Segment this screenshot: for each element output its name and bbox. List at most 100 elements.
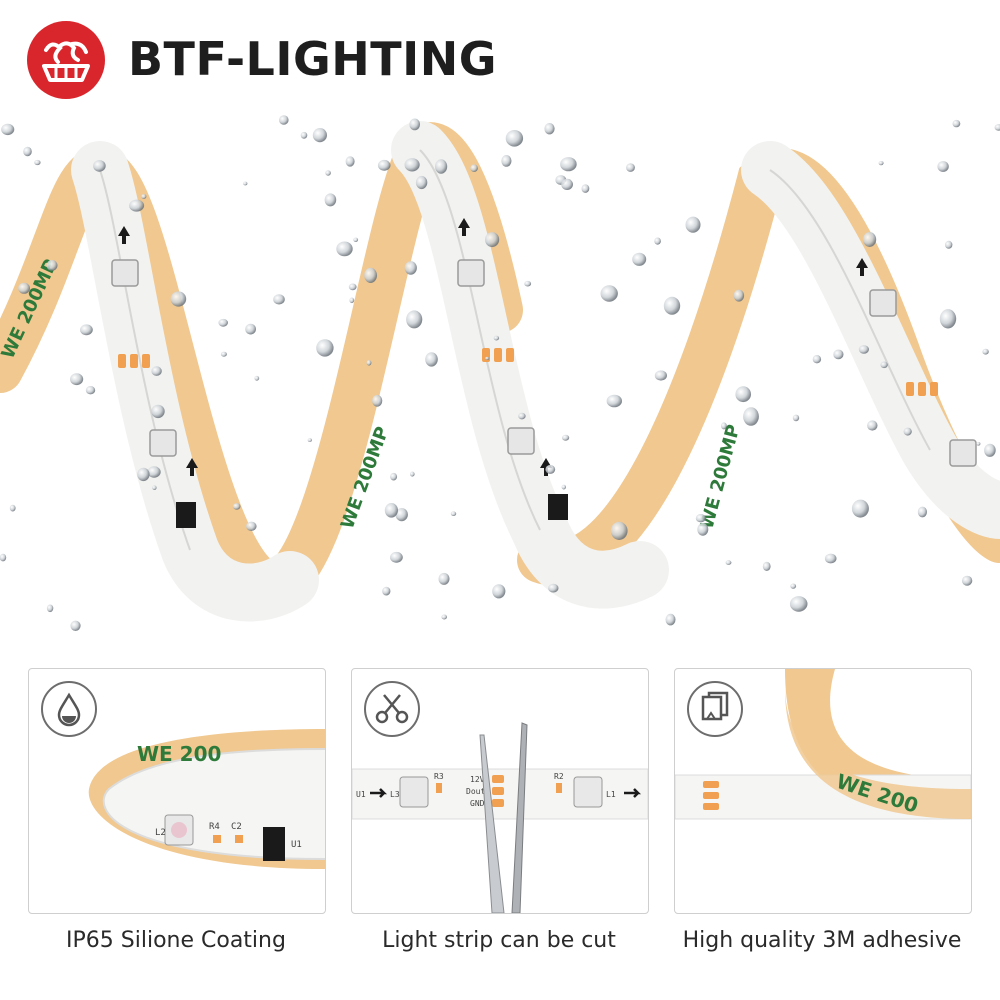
water-drop bbox=[518, 412, 526, 420]
part-label-l3: L3 bbox=[390, 790, 400, 799]
water-drop bbox=[961, 575, 973, 586]
water-drop bbox=[325, 170, 331, 176]
water-drop bbox=[952, 119, 961, 128]
adhesive-strip-image: WE 200 bbox=[675, 669, 971, 820]
water-drop bbox=[600, 285, 618, 302]
water-drop bbox=[561, 178, 573, 190]
water-drop bbox=[279, 115, 289, 125]
water-drop bbox=[366, 360, 372, 366]
water-drop bbox=[560, 157, 577, 172]
water-drop bbox=[626, 163, 635, 172]
caption-cuttable: Light strip can be cut bbox=[382, 928, 616, 953]
water-drop bbox=[984, 443, 996, 457]
water-drop bbox=[372, 394, 383, 407]
scissors-icon bbox=[375, 694, 409, 724]
water-drop bbox=[697, 523, 709, 536]
water-drop bbox=[524, 280, 532, 287]
water-drop bbox=[243, 181, 248, 186]
pad-label-dout: Dout bbox=[466, 787, 485, 796]
scissors-badge bbox=[364, 681, 420, 737]
part-label-u1: U1 bbox=[291, 840, 302, 850]
water-drop bbox=[46, 260, 58, 271]
water-drop bbox=[232, 503, 241, 510]
water-drop bbox=[789, 596, 808, 612]
water-drop bbox=[384, 503, 398, 518]
water-drop bbox=[725, 560, 732, 565]
water-drop bbox=[18, 282, 30, 294]
water-drop bbox=[548, 583, 559, 593]
water-drop bbox=[85, 386, 96, 395]
water-drop bbox=[46, 604, 54, 613]
water-drop bbox=[273, 294, 285, 305]
part-label-r3: R3 bbox=[434, 772, 444, 781]
water-drop bbox=[307, 438, 312, 442]
water-drop bbox=[867, 420, 878, 431]
water-drop bbox=[824, 553, 837, 564]
feature-panel-coating: WE 200 L2 R4 C2 U1 bbox=[28, 668, 326, 914]
water-drop bbox=[438, 572, 450, 585]
water-drop bbox=[833, 349, 844, 360]
pad-label-gnd: GND bbox=[470, 799, 485, 808]
water-drop bbox=[141, 194, 147, 199]
water-drop bbox=[415, 175, 428, 190]
water-drop bbox=[406, 310, 423, 329]
hero-led-strip-image: WE 200MP WE 200MP WE 200MP bbox=[0, 115, 1000, 631]
part-label-r2: R2 bbox=[554, 772, 564, 781]
water-drop bbox=[425, 352, 438, 367]
water-drop bbox=[994, 124, 1000, 131]
water-drop bbox=[545, 464, 556, 474]
water-drop bbox=[654, 370, 668, 381]
water-drop bbox=[863, 232, 877, 247]
water-drop bbox=[505, 130, 524, 147]
water-drop bbox=[129, 199, 145, 212]
water-drop bbox=[9, 504, 16, 512]
water-drop bbox=[151, 366, 162, 376]
water-drop bbox=[851, 499, 869, 518]
water-drop bbox=[218, 318, 228, 327]
part-label-c2: C2 bbox=[231, 822, 242, 832]
water-drop bbox=[349, 297, 355, 304]
water-drop bbox=[858, 345, 870, 354]
water-drop bbox=[743, 407, 759, 426]
documents-icon bbox=[701, 691, 729, 721]
water-drop bbox=[324, 193, 337, 207]
water-drop bbox=[316, 339, 334, 357]
water-drop bbox=[665, 613, 676, 626]
water-drop bbox=[345, 156, 355, 167]
water-drop bbox=[1, 123, 15, 136]
water-drop bbox=[735, 386, 751, 403]
water-drop bbox=[246, 521, 257, 531]
water-drop bbox=[410, 471, 415, 477]
water-drop bbox=[485, 232, 500, 248]
water-drop bbox=[695, 514, 706, 523]
water-drop bbox=[93, 160, 106, 172]
water-drop-badge bbox=[41, 681, 97, 737]
water-drop bbox=[435, 159, 448, 174]
water-drop-icon bbox=[57, 692, 81, 727]
water-drop bbox=[470, 164, 478, 172]
water-drop bbox=[151, 404, 165, 419]
water-drop bbox=[945, 240, 953, 249]
water-drop bbox=[404, 158, 420, 172]
water-drop bbox=[562, 434, 570, 441]
water-drop bbox=[663, 296, 681, 315]
water-drop bbox=[404, 261, 417, 275]
water-drop bbox=[880, 361, 888, 369]
water-drop bbox=[137, 467, 150, 482]
water-drop bbox=[23, 146, 32, 157]
water-drop bbox=[632, 252, 647, 266]
part-label-l2: L2 bbox=[155, 828, 166, 838]
feature-panel-cuttable: 12V Dout GND U1 L3 R3 R2 L1 bbox=[351, 668, 649, 914]
water-drop bbox=[976, 442, 981, 446]
brand-logo bbox=[27, 21, 105, 99]
water-drop bbox=[561, 484, 566, 490]
coated-strip-image: WE 200 L2 R4 C2 U1 bbox=[88, 729, 325, 869]
water-drop bbox=[441, 614, 448, 620]
water-drop bbox=[348, 283, 357, 291]
cut-strip-image: 12V Dout GND U1 L3 R3 R2 L1 bbox=[352, 722, 648, 913]
water-drop bbox=[390, 551, 403, 563]
water-drop bbox=[382, 586, 391, 596]
water-drop bbox=[364, 267, 377, 283]
water-drop bbox=[170, 291, 187, 307]
water-drop bbox=[493, 335, 500, 341]
